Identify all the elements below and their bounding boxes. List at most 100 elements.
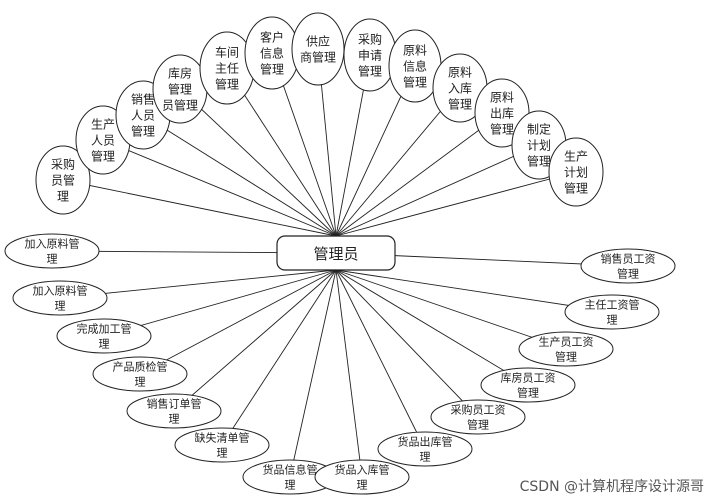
top-entity-label: 理: [57, 189, 69, 203]
left-entity-label: 加入原料管: [33, 283, 88, 297]
right-entity-ellipse: [564, 294, 660, 330]
top-entity-label: 出库: [490, 105, 514, 120]
top-entity-label: 管理: [527, 153, 551, 168]
top-entity-label: 申请: [358, 48, 382, 62]
top-entity-label: 生产: [564, 149, 588, 163]
top-entity-ellipse: [291, 12, 345, 86]
left-entity-label: 缺失清单管: [195, 430, 250, 444]
right-entity-label: 管理: [467, 417, 489, 431]
top-entity-label: 管理: [564, 180, 588, 195]
right-entity-ellipse: [480, 367, 576, 403]
right-entity-label: 管理: [617, 266, 639, 280]
top-entity-label: 入库: [448, 80, 472, 95]
top-entity-label: 原料: [490, 90, 514, 104]
left-entity-ellipse: [174, 427, 270, 463]
top-entity-edge: [142, 114, 337, 237]
top-entity-label: 管理: [91, 148, 115, 163]
top-entity-edge: [226, 67, 337, 237]
top-entity-edge: [179, 88, 337, 237]
top-entity-label: 员管: [51, 172, 75, 187]
top-entity-label: 人员: [91, 133, 115, 147]
top-entity-label: 原料: [403, 43, 427, 57]
top-entity-edge: [335, 144, 540, 237]
top-entity-label: 信息: [403, 58, 427, 73]
top-entity-edge: [335, 87, 461, 237]
left-entity-label: 产品质检管: [113, 359, 168, 373]
right-entity-label: 理: [420, 450, 431, 463]
top-entity-label: 商管理: [300, 49, 336, 64]
top-entity-label: 库房: [168, 65, 192, 80]
top-entity-label: 供应: [306, 33, 330, 48]
right-entity-label: 理: [607, 313, 618, 326]
top-entity-label: 管理: [260, 61, 284, 76]
right-entity-edge: [335, 269, 479, 418]
right-entity-edge: [335, 269, 529, 386]
top-entity-label: 主任: [215, 61, 239, 75]
top-entity-label: 采购: [51, 156, 75, 171]
top-entity-label: 员管理: [162, 97, 198, 112]
left-entity-label: 理: [55, 299, 66, 312]
left-entity-ellipse: [92, 356, 188, 392]
center-node: 管理员: [276, 235, 396, 271]
top-entity-edge: [62, 179, 337, 237]
left-entity-edge: [173, 269, 337, 412]
top-entity-ellipse: [35, 145, 91, 215]
top-entity-label: 管理: [215, 76, 239, 91]
top-entity-label: 人员: [131, 108, 155, 122]
right-entity-label: 主任工资管: [585, 297, 640, 311]
right-entity-edge: [335, 269, 363, 478]
top-entity-label: 管理: [490, 121, 514, 136]
right-entity-edge: [335, 269, 567, 350]
top-entity-edge: [102, 139, 337, 237]
nodes: 采购员管理生产人员管理销售人员管理库房管理员管理车间主任管理客户信息管理供应商管…: [4, 12, 676, 495]
left-entity-label: 完成加工管: [77, 321, 132, 335]
right-entity-ellipse: [430, 399, 526, 435]
left-entity-edge: [103, 269, 337, 337]
right-entity-ellipse: [580, 248, 676, 284]
left-entity-ellipse: [12, 280, 108, 316]
left-entity-edge: [59, 269, 337, 299]
top-entity-label: 采购: [358, 31, 382, 46]
left-entity-label: 理: [47, 252, 58, 265]
left-entity-ellipse: [4, 233, 100, 269]
top-entity-label: 计划: [564, 165, 588, 179]
top-entity-label: 管理: [448, 96, 472, 111]
right-entity-label: 理: [357, 478, 368, 491]
top-entity-label: 管理: [358, 63, 382, 78]
left-entity-label: 销售订单管: [147, 396, 202, 410]
left-entity-label: 理: [217, 446, 228, 459]
right-entity-label: 管理: [517, 385, 539, 399]
top-entity-ellipse: [548, 137, 604, 207]
left-entity-ellipse: [126, 393, 222, 429]
top-entity-edge: [335, 112, 503, 237]
top-entity-label: 管理: [168, 81, 192, 96]
right-entity-label: 货品出库管: [398, 434, 453, 448]
right-entity-edge: [335, 269, 613, 313]
right-entity-ellipse: [314, 459, 410, 495]
left-entity-label: 理: [285, 478, 296, 491]
top-entity-label: 客户: [260, 29, 284, 44]
watermark: CSDN @计算机程序设计源哥: [519, 479, 704, 495]
left-entity-label: 货品信息管: [263, 462, 318, 476]
top-entity-label: 管理: [403, 74, 427, 89]
right-entity-label: 库房员工资: [501, 371, 556, 384]
top-entity-label: 车间: [215, 44, 239, 59]
left-entity-label: 理: [99, 337, 110, 350]
left-entity-label: 加入原料管: [25, 236, 80, 250]
left-entity-edge: [289, 269, 337, 478]
right-entity-label: 货品入库管: [335, 462, 390, 476]
right-entity-ellipse: [518, 331, 614, 367]
